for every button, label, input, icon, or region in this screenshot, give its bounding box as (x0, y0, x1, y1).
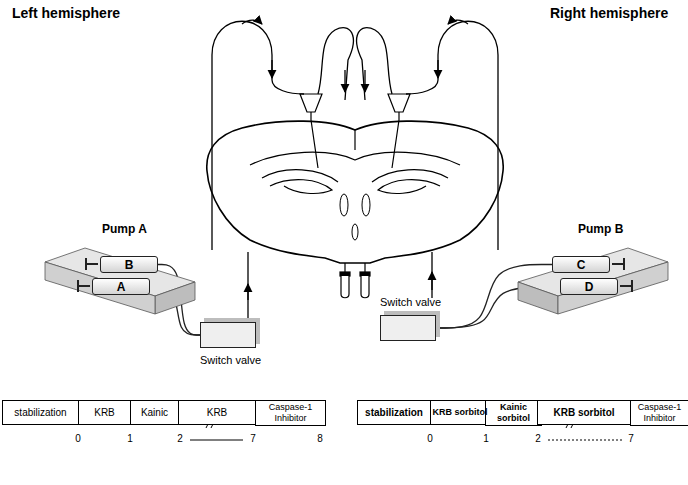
timeline-phase: Caspase-1 Inhibitor (255, 400, 326, 426)
timeline-phase: Caspase-1 Inhibitor (630, 400, 688, 426)
time-point: 7 (248, 433, 258, 444)
phase-label: KRB sorbitol (553, 407, 614, 418)
switch-valve: Switch valve (380, 296, 460, 346)
inflow-line (248, 252, 432, 318)
time-point: 2 (175, 433, 185, 444)
hemisphere-heading: Right hemisphere (548, 5, 670, 21)
syringe: A (92, 278, 150, 295)
timeline-phase: stabilization (2, 400, 79, 425)
timeline-phase: KRB sorbitol (537, 400, 631, 425)
ventricle (340, 194, 348, 216)
switch-valve: Switch valve (200, 318, 280, 368)
brain-outline (207, 121, 503, 263)
hippocampus-right (372, 170, 448, 194)
syringe-label: B (125, 259, 134, 271)
ventricle (352, 224, 358, 240)
phase-label: KRB (94, 407, 115, 418)
time-point: 8 (315, 433, 325, 444)
time-point: 2 (533, 433, 543, 444)
phase-label: Kainic (141, 407, 168, 418)
valve-box (200, 322, 256, 348)
phase-label: KRB (207, 407, 228, 418)
syringe-label: C (577, 259, 586, 271)
hemisphere-heading: Left hemisphere (10, 5, 122, 21)
valve-label: Switch valve (380, 296, 441, 309)
phase-label: stabilization (14, 407, 66, 418)
ventricle (362, 194, 370, 216)
corpus-callosum (250, 152, 460, 165)
pump-label: Pump B (578, 222, 673, 236)
timeline-phase: Kainic (130, 400, 179, 425)
pump-label: Pump A (102, 222, 205, 236)
timeline-phase: stabilization (357, 400, 431, 425)
phase-label: Caspase-1 Inhibitor (256, 402, 325, 424)
syringe: C (552, 256, 610, 273)
time-point: 0 (425, 433, 435, 444)
midline (354, 130, 355, 150)
collection-vial (340, 263, 370, 298)
timeline-phase: KRB (78, 400, 131, 425)
phase-label: Caspase-1 Inhibitor (631, 402, 688, 424)
timeline-phase: Kainic sorbitol (485, 400, 542, 426)
syringe: D (560, 278, 618, 295)
syringe-label: A (117, 281, 126, 293)
time-point: 7 (626, 433, 636, 444)
timeline-phase: KRB sorbitol (430, 400, 490, 425)
time-point: 1 (125, 433, 135, 444)
valve-box (380, 315, 436, 341)
pump-block: Pump B CD (508, 222, 673, 320)
time-point: 1 (481, 433, 491, 444)
valve-label: Switch valve (200, 354, 261, 367)
time-point: 0 (73, 433, 83, 444)
timeline-phase: KRB (178, 400, 256, 425)
phase-label: KRB sorbitol (433, 407, 488, 418)
pump-block: Pump A BA (40, 222, 205, 320)
hippocampus-left (262, 170, 338, 194)
syringe: B (100, 256, 158, 273)
phase-label: Kainic sorbitol (486, 402, 541, 424)
tubing (212, 20, 498, 250)
microdialysis-probe (300, 94, 410, 168)
syringe-label: D (585, 281, 594, 293)
phase-label: stabilization (365, 407, 423, 418)
